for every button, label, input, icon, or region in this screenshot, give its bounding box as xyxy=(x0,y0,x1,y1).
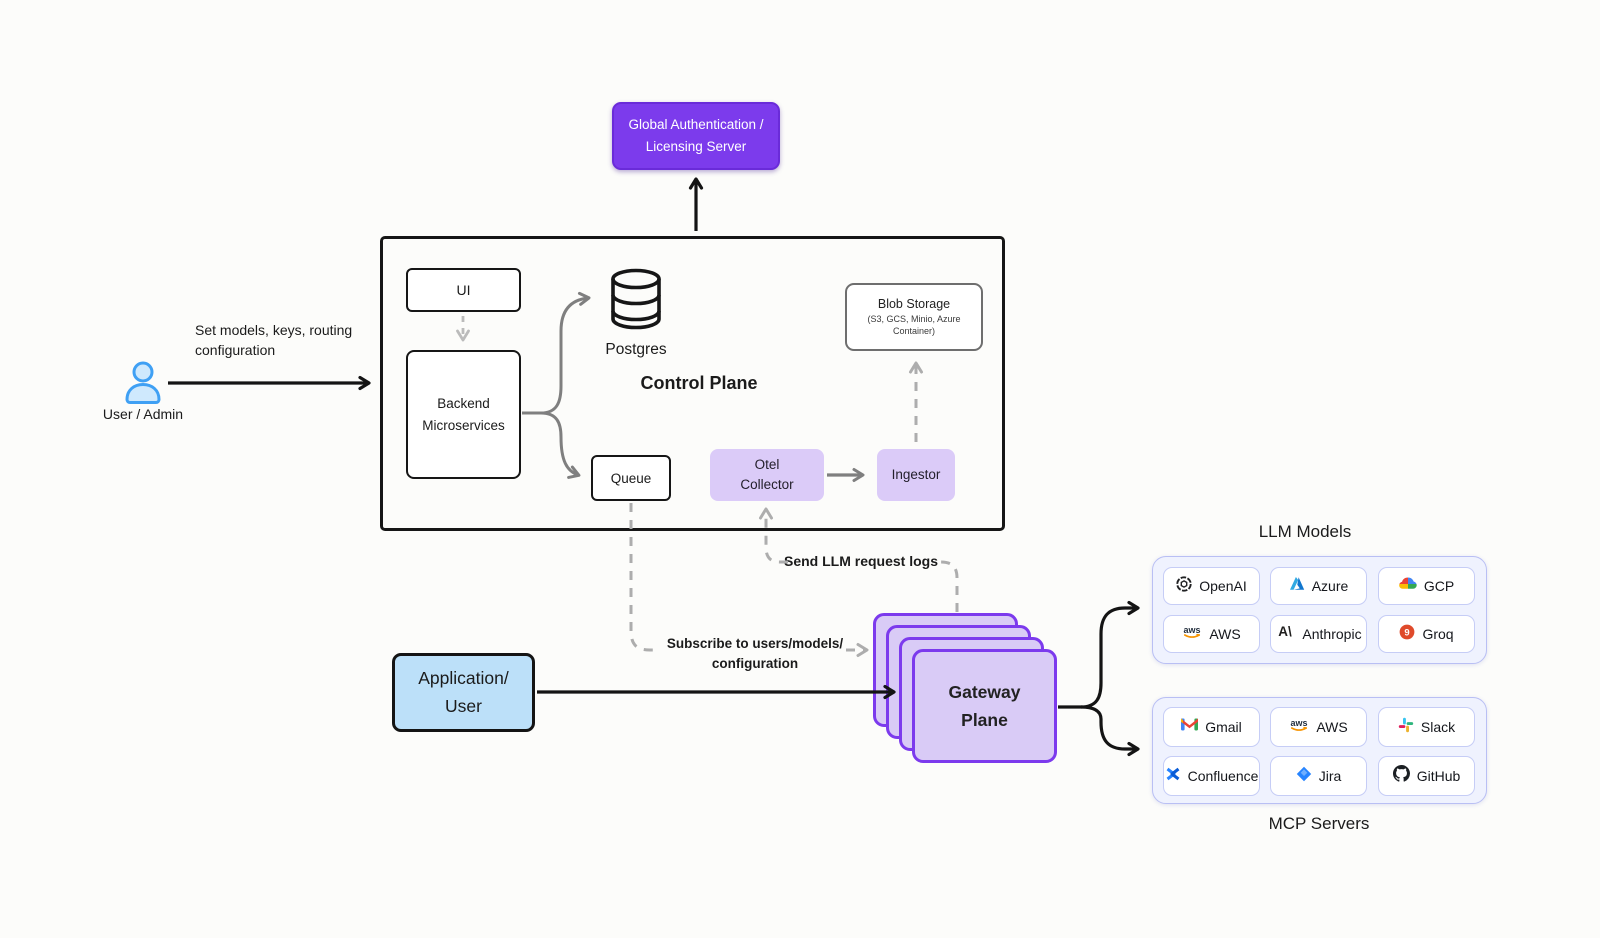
chip-label: AWS xyxy=(1316,719,1348,735)
subscribe-line1: Subscribe to users/models/ xyxy=(666,636,844,651)
chip-gmail: Gmail xyxy=(1163,707,1260,747)
application-user-node: Application/ User xyxy=(392,653,535,732)
control-plane-title: Control Plane xyxy=(640,373,758,393)
chip-azure: Azure xyxy=(1270,567,1367,605)
otel-label-line2: Collector xyxy=(740,477,794,492)
blob-storage-subtitle-line2: Container) xyxy=(892,326,936,336)
chip-label: Anthropic xyxy=(1302,626,1362,642)
set-models-edge-label: Set models, keys, routing configuration xyxy=(195,320,425,360)
azure-icon xyxy=(1289,576,1305,596)
gateway-label-line1: Gateway xyxy=(948,682,1021,702)
anthropic-icon: A\ xyxy=(1275,624,1295,644)
subscribe-edge-label: Subscribe to users/models/ configuration xyxy=(655,634,855,674)
mcp-servers-title: MCP Servers xyxy=(1268,814,1370,833)
chip-confluence: Confluence xyxy=(1163,756,1260,796)
chip-aws-mcp: aws AWS xyxy=(1270,707,1367,747)
chip-label: GCP xyxy=(1423,578,1455,594)
chip-label: Azure xyxy=(1311,578,1349,594)
set-models-line2: configuration xyxy=(195,342,276,358)
ui-node: UI xyxy=(406,268,521,312)
edge-gateway-to-llm xyxy=(1080,600,1140,709)
queue-node: Queue xyxy=(591,455,671,501)
chip-openai: OpenAI xyxy=(1163,567,1260,605)
global-auth-node: Global Authentication / Licensing Server xyxy=(612,102,780,170)
chip-label: Jira xyxy=(1318,768,1342,784)
edge-sendlogs-segment1 xyxy=(936,560,959,612)
svg-text:aws: aws xyxy=(1184,625,1201,635)
confluence-icon xyxy=(1165,766,1181,787)
otel-collector-node: Otel Collector xyxy=(710,449,824,501)
chip-label: OpenAI xyxy=(1199,578,1247,594)
application-label-line2: User xyxy=(445,695,482,716)
slack-icon xyxy=(1398,717,1414,738)
blob-storage-title: Blob Storage xyxy=(877,296,951,311)
set-models-line1: Set models, keys, routing xyxy=(195,322,353,338)
backend-label-line2: Microservices xyxy=(422,417,505,433)
ui-label: UI xyxy=(456,282,471,298)
chip-label: Slack xyxy=(1420,719,1456,735)
gateway-label-line2: Plane xyxy=(961,710,1008,730)
llm-models-title: LLM Models xyxy=(1258,522,1352,541)
gcp-icon xyxy=(1399,577,1417,596)
backend-microservices-node: Backend Microservices xyxy=(406,350,521,479)
edge-gateway-to-mcp xyxy=(1080,705,1140,757)
chip-label: Gmail xyxy=(1205,719,1242,735)
queue-label: Queue xyxy=(610,470,652,486)
jira-icon xyxy=(1296,766,1312,787)
github-icon xyxy=(1392,765,1410,787)
user-admin-label: User / Admin xyxy=(102,406,184,422)
subscribe-line2: configuration xyxy=(711,656,799,671)
aws-icon: aws xyxy=(1289,717,1309,737)
ingestor-node: Ingestor xyxy=(877,449,955,501)
chip-label: GitHub xyxy=(1416,768,1461,784)
chip-gcp: GCP xyxy=(1378,567,1475,605)
svg-text:9: 9 xyxy=(1405,627,1410,638)
blob-storage-subtitle-line1: (S3, GCS, Minio, Azure xyxy=(867,313,961,324)
chip-aws-llm: aws AWS xyxy=(1163,615,1260,653)
postgres-database-icon xyxy=(608,268,664,337)
chip-jira: Jira xyxy=(1270,756,1367,796)
send-llm-logs-edge-label: Send LLM request logs xyxy=(783,553,938,569)
ingestor-label: Ingestor xyxy=(891,467,941,483)
user-admin-icon xyxy=(120,360,166,411)
chip-groq: 9 Groq xyxy=(1378,615,1475,653)
backend-label-line1: Backend xyxy=(437,395,490,411)
svg-text:aws: aws xyxy=(1291,718,1308,728)
application-label-line1: Application/ xyxy=(418,668,509,689)
blob-storage-node: Blob Storage (S3, GCS, Minio, Azure Cont… xyxy=(845,283,983,351)
chip-label: Confluence xyxy=(1187,768,1259,784)
chip-label: Groq xyxy=(1422,626,1454,642)
control-plane-frame xyxy=(380,236,1005,531)
postgres-label: Postgres xyxy=(605,341,667,358)
aws-icon: aws xyxy=(1182,624,1202,644)
openai-icon xyxy=(1176,575,1192,597)
chip-label: AWS xyxy=(1209,626,1241,642)
groq-icon: 9 xyxy=(1399,624,1415,645)
chip-anthropic: A\ Anthropic xyxy=(1270,615,1367,653)
gmail-icon xyxy=(1181,718,1199,736)
global-auth-label-line1: Global Authentication / xyxy=(628,117,764,133)
chip-github: GitHub xyxy=(1378,756,1475,796)
global-auth-label-line2: Licensing Server xyxy=(645,139,747,154)
otel-label-line1: Otel xyxy=(754,457,780,473)
gateway-plane-node: Gateway Plane xyxy=(912,649,1057,763)
chip-slack: Slack xyxy=(1378,707,1475,747)
svg-text:A\: A\ xyxy=(1279,624,1293,639)
